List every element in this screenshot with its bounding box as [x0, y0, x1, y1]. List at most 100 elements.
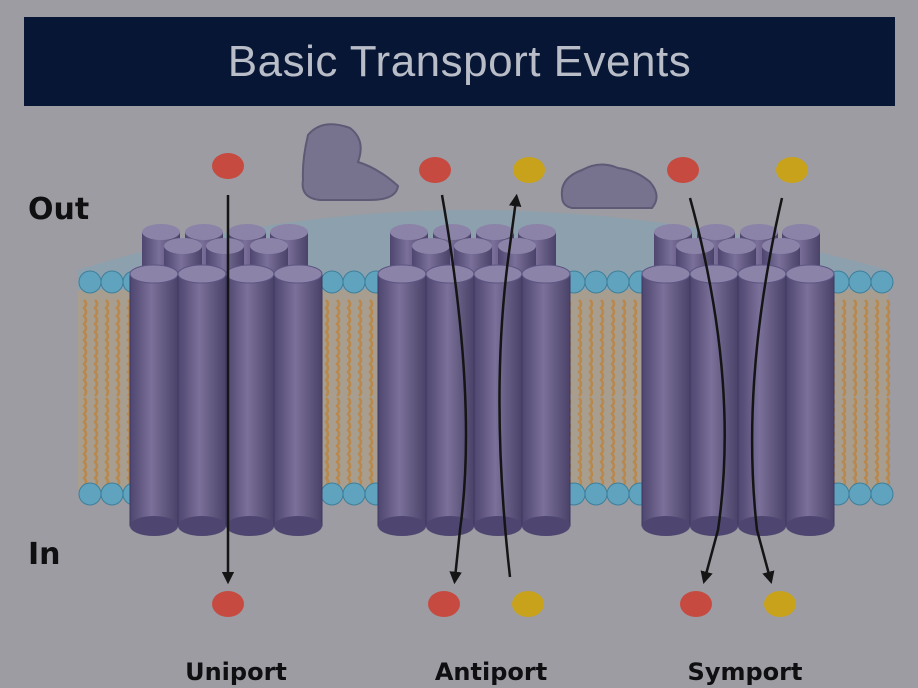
lipid-head — [342, 482, 366, 506]
protein-helix-top — [718, 238, 756, 254]
lipid-head — [870, 270, 894, 294]
lipid-tail — [126, 299, 132, 397]
solute-yellow-out-symport — [776, 157, 808, 183]
protein-helix-top — [518, 224, 556, 240]
solute-yellow-in-symport — [764, 591, 796, 617]
protein-helix-top — [425, 264, 475, 284]
protein-helix-top — [676, 238, 714, 254]
lipid-tail — [346, 397, 352, 487]
lipid-tail — [577, 299, 583, 397]
lipid-head — [78, 482, 102, 506]
protein-helix-bottom — [474, 516, 522, 536]
protein-helix-top — [697, 224, 735, 240]
lipid-tail — [368, 299, 374, 397]
lipid-tail — [324, 299, 330, 397]
lipid-tail — [577, 397, 583, 487]
solute-red-in-symport — [680, 591, 712, 617]
lipid-tail — [874, 299, 880, 397]
lipid-tail — [104, 299, 110, 397]
solute-yellow-out-antiport — [513, 157, 545, 183]
page-title: Basic Transport Events — [227, 36, 692, 86]
lipid-tail — [599, 299, 605, 397]
transport-arrows — [221, 193, 784, 585]
lipid-tail — [885, 397, 891, 487]
lipid-tail — [82, 299, 88, 397]
lipid-tail — [621, 299, 627, 397]
protein-helix-top — [206, 238, 244, 254]
antiport-protein — [377, 224, 571, 536]
lipid-head — [100, 270, 124, 294]
solute-red-out-uniport — [212, 153, 244, 179]
protein-helix-top — [782, 224, 820, 240]
symport-arrow-red — [688, 197, 726, 585]
symport-protein — [641, 224, 835, 536]
lipid-tail — [115, 299, 121, 397]
lipid-tail — [324, 397, 330, 487]
antiport-label: Antiport — [434, 658, 548, 686]
protein-helix-front — [425, 273, 475, 527]
protein-helix-bottom — [786, 516, 834, 536]
protein-helix-front — [177, 273, 227, 527]
lipid-tail — [632, 397, 638, 487]
protein-helix-front — [521, 273, 571, 527]
protein-helix-top — [737, 264, 787, 284]
protein-helix-top — [498, 238, 536, 254]
lipid-head — [78, 270, 102, 294]
solutes-in — [212, 591, 796, 617]
lipid-tail — [621, 397, 627, 487]
protein-helix-top — [225, 264, 275, 284]
lipid-tail — [841, 397, 847, 487]
protein-helix-front — [225, 273, 275, 527]
protein-helix-top — [270, 224, 308, 240]
protein-helix-top — [785, 264, 835, 284]
protein-helix-bottom — [274, 516, 322, 536]
protein-helix-bottom — [690, 516, 738, 536]
protein-helix-front — [377, 273, 427, 527]
solutes-out — [212, 153, 808, 183]
protein-helix-top — [412, 238, 450, 254]
ligand-blob-right — [560, 163, 658, 209]
lipid-tail — [93, 299, 99, 397]
protein-helix-top — [654, 224, 692, 240]
protein-helix-top — [740, 224, 778, 240]
lipid-head — [584, 270, 608, 294]
lipid-tail — [885, 299, 891, 397]
protein-helix-front — [689, 273, 739, 527]
uniport-protein — [129, 224, 323, 536]
protein-helix-top — [390, 224, 428, 240]
protein-helix-top — [454, 238, 492, 254]
lipid-tail — [852, 299, 858, 397]
lipid-head — [848, 270, 872, 294]
protein-helix-top — [164, 238, 202, 254]
antiport-arrow-inward — [440, 194, 468, 585]
lipid-head — [584, 482, 608, 506]
lipid-tail — [599, 397, 605, 487]
lipid-tail — [93, 397, 99, 487]
lipid-head — [320, 270, 344, 294]
solute-red-in-uniport — [212, 591, 244, 617]
lipid-tail — [852, 397, 858, 487]
lipid-tail — [874, 397, 880, 487]
lipid-tail — [588, 397, 594, 487]
lipid-tail — [588, 299, 594, 397]
inside-label: In — [28, 537, 61, 572]
symport-arrow-yellow — [750, 197, 784, 585]
lipid-tail — [368, 397, 374, 487]
solute-yellow-in-antiport — [512, 591, 544, 617]
antiport-arrow-outward — [498, 193, 522, 578]
lipid-tail — [863, 397, 869, 487]
protein-helix-top — [273, 264, 323, 284]
protein-helix-top — [473, 264, 523, 284]
lipid-head — [870, 482, 894, 506]
protein-helix-bottom — [130, 516, 178, 536]
lipid-tail — [357, 299, 363, 397]
lipid-head — [606, 482, 630, 506]
symport-label: Symport — [687, 658, 803, 686]
lipid-head — [320, 482, 344, 506]
protein-helix-top — [762, 238, 800, 254]
lipid-tail — [82, 397, 88, 487]
lipid-head — [342, 270, 366, 294]
lipid-head — [100, 482, 124, 506]
lipid-tail — [863, 299, 869, 397]
protein-helix-top — [228, 224, 266, 240]
